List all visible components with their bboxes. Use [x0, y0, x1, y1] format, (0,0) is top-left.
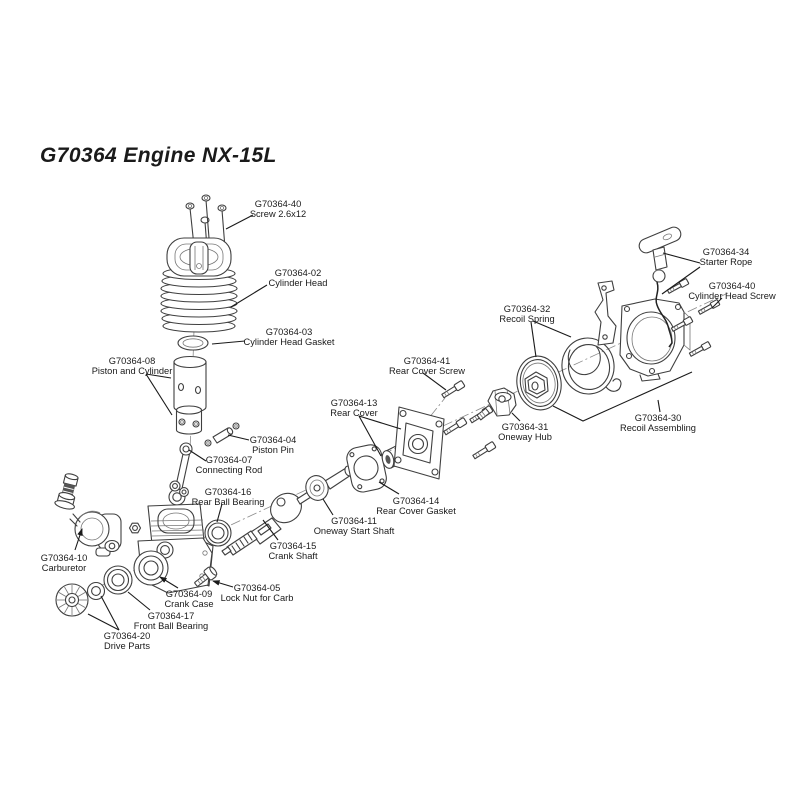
cylinder-head-screws-drawing [666, 278, 721, 357]
head-screws-drawing [185, 194, 227, 262]
rear-ball-bearing-drawing [204, 519, 232, 547]
front-ball-bearing-drawing [103, 565, 133, 595]
cylinder-head-gasket-drawing [177, 335, 209, 351]
oneway-start-shaft-drawing [305, 465, 353, 501]
drive-parts-drawing [55, 581, 106, 617]
starter-rope-drawing [655, 281, 673, 348]
leader-lines [74, 214, 723, 631]
carburetor-drawing [54, 473, 122, 557]
recoil-pulley-drawing [516, 355, 562, 411]
lock-nut-drawing [194, 566, 218, 587]
rear-cover-screws-drawing [441, 380, 497, 460]
oneway-hub-drawing [476, 387, 517, 421]
crank-case-drawing [128, 503, 214, 594]
starter-handle-drawing [638, 226, 682, 283]
rear-cover-gasket-drawing [346, 444, 387, 493]
recoil-spring-drawing [561, 337, 622, 395]
piston-pin-drawing [204, 422, 240, 447]
rear-cover-drawing [381, 406, 445, 480]
bracket-drawing [594, 280, 617, 346]
piston-and-cylinder-drawing [173, 355, 207, 435]
connecting-rod-drawing [168, 442, 193, 506]
diagram-title: G70364 Engine NX-15L [40, 144, 277, 167]
cylinder-head-drawing [160, 237, 238, 333]
rod-bearing-rings-drawing [169, 480, 189, 497]
recoil-housing-drawing [619, 298, 691, 382]
